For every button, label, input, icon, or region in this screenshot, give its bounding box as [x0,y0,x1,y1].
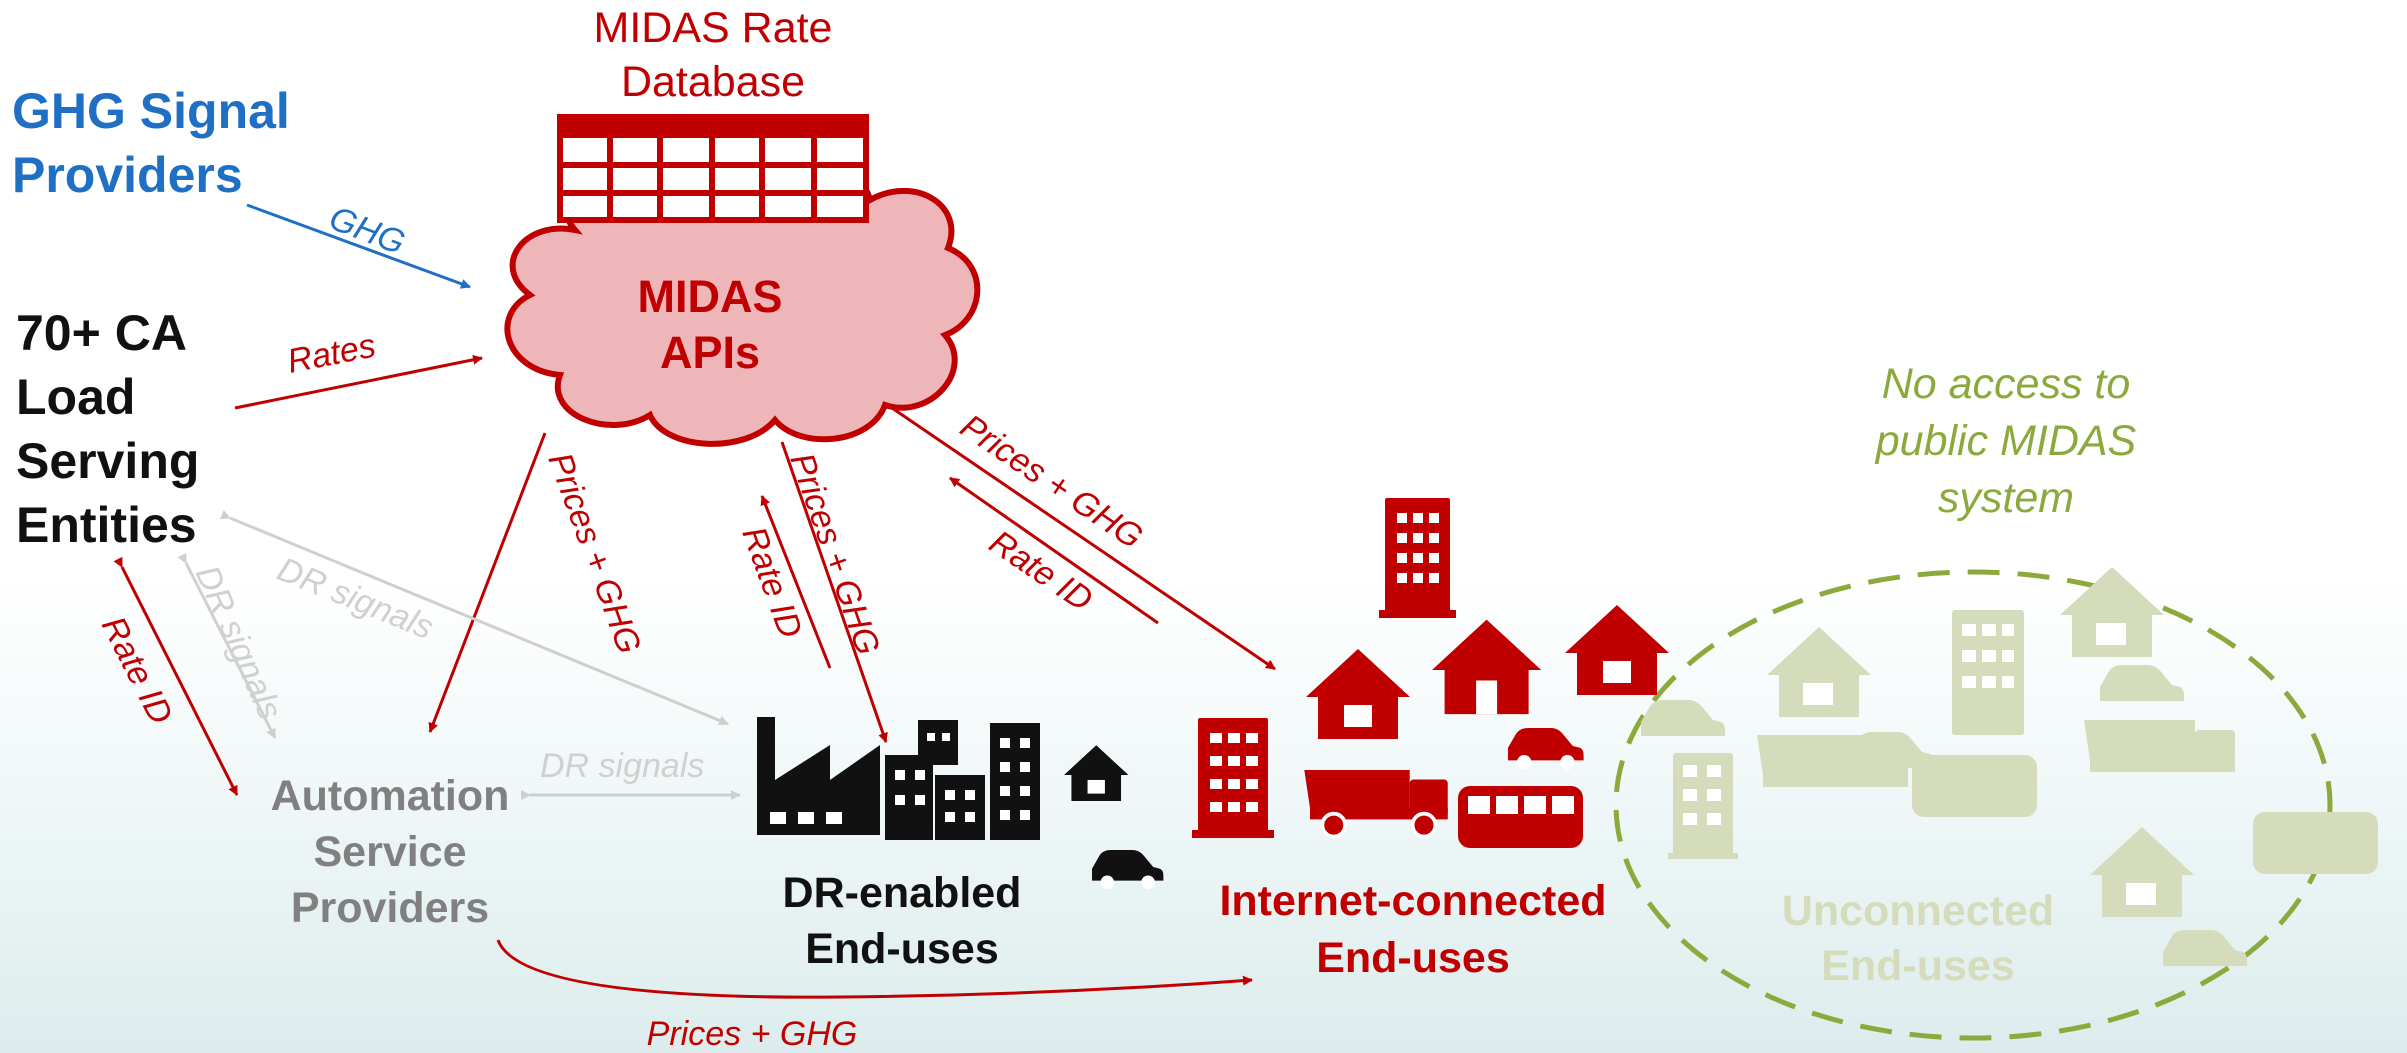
dump-truck-icon [1304,770,1448,839]
asp-to-internet-arrow [496,939,1253,999]
apis-label: MIDAS APIs [638,271,783,378]
dr-enabled-line-2: End-uses [805,925,999,973]
office-building-icon [1952,610,2024,735]
dr-enabled-label: DR-enabled End-uses [783,869,1022,973]
factory-icon [757,717,880,835]
apis-to-dr-arrow [780,441,888,743]
ghg-providers-line-1: GHG Signal [12,83,290,139]
apis-title-line-1: MIDAS [638,271,783,322]
house-icon [1306,649,1410,739]
internet-connected-line-2: End-uses [1316,934,1510,982]
bus-icon [2253,812,2378,874]
asp-dr-dr-signals-label: DR signals [540,747,704,785]
asp-internet-prices-ghg-label: Prices + GHG [647,1015,858,1053]
apis-title-line-2: APIs [660,327,760,378]
office-building-icon [1379,498,1456,618]
electric-car-icon [2100,665,2184,701]
dr-rate-id-label: Rate ID [734,522,809,643]
asp-line-3: Providers [291,884,489,932]
lse-line-4: Entities [16,497,197,553]
lse-line-2: Load [16,369,135,425]
house-icon [1767,627,1871,717]
apis-to-internet-arrow [891,406,1276,671]
office-building-icon [885,720,1040,840]
bus-icon [1458,786,1583,848]
lse-line-1: 70+ CA [16,305,187,361]
electric-car-icon [1508,728,1584,770]
no-access-line-2: public MIDAS [1874,417,2137,465]
house-icon [2060,567,2164,657]
asp-line-2: Service [313,828,466,876]
ghg-providers-line-2: Providers [12,147,243,203]
internet-connected-icons [1192,498,1669,848]
lse-label: 70+ CA Load Serving Entities [16,305,199,553]
asp-line-1: Automation [271,772,510,820]
no-access-line-3: system [1938,474,2074,522]
lse-dr-dr-signals-arrow [219,509,729,726]
lse-dr-dr-signals-label: DR signals [272,550,439,647]
rates-edge-label: Rates [284,327,378,381]
no-access-label: No access to public MIDAS system [1874,360,2137,522]
house-icon [2090,827,2194,917]
unconnected-line-1: Unconnected [1782,887,2054,935]
internet-connected-label: Internet-connected End-uses [1219,877,1606,982]
electric-car-icon [1092,850,1164,890]
no-access-line-1: No access to [1882,360,2131,408]
unconnected-region-ellipse [1613,569,2333,1041]
unconnected-label: Unconnected End-uses [1782,887,2054,990]
lse-line-3: Serving [16,433,199,489]
lse-asp-rate-id-label: Rate ID [94,610,180,730]
house-icon [1064,745,1129,802]
database-label: MIDAS Rate Database [594,4,833,106]
database-title-line-1: MIDAS Rate [594,4,833,52]
ghg-edge-label: GHG [324,199,410,262]
internet-connected-line-1: Internet-connected [1219,877,1606,925]
rates-arrow [234,354,483,410]
electric-car-icon [1641,700,1725,736]
house-icon [1565,605,1669,695]
ghg-arrow [246,203,471,289]
internet-prices-ghg-label: Prices + GHG [954,407,1150,556]
asp-prices-ghg-label: Prices + GHG [540,448,648,659]
office-building-icon [1668,753,1738,859]
bus-icon [1912,755,2037,817]
electric-car-icon [2163,930,2247,966]
apis-to-asp-arrow [428,432,547,733]
internet-rate-id-arrow [949,476,1159,625]
ghg-providers-label: GHG Signal Providers [12,83,290,203]
dr-enabled-line-1: DR-enabled [783,869,1022,917]
asp-label: Automation Service Providers [271,772,510,932]
unconnected-line-2: End-uses [1821,942,2015,990]
dr-rate-id-arrow [760,495,832,669]
database-title-line-2: Database [621,58,805,106]
dump-truck-icon [2084,720,2235,772]
house-icon [1432,619,1542,715]
database-table-icon [557,114,869,223]
dr-enabled-icons [757,717,1164,890]
unconnected-icons [1641,567,2378,966]
office-building-icon [1192,718,1274,838]
edges [113,203,1276,999]
